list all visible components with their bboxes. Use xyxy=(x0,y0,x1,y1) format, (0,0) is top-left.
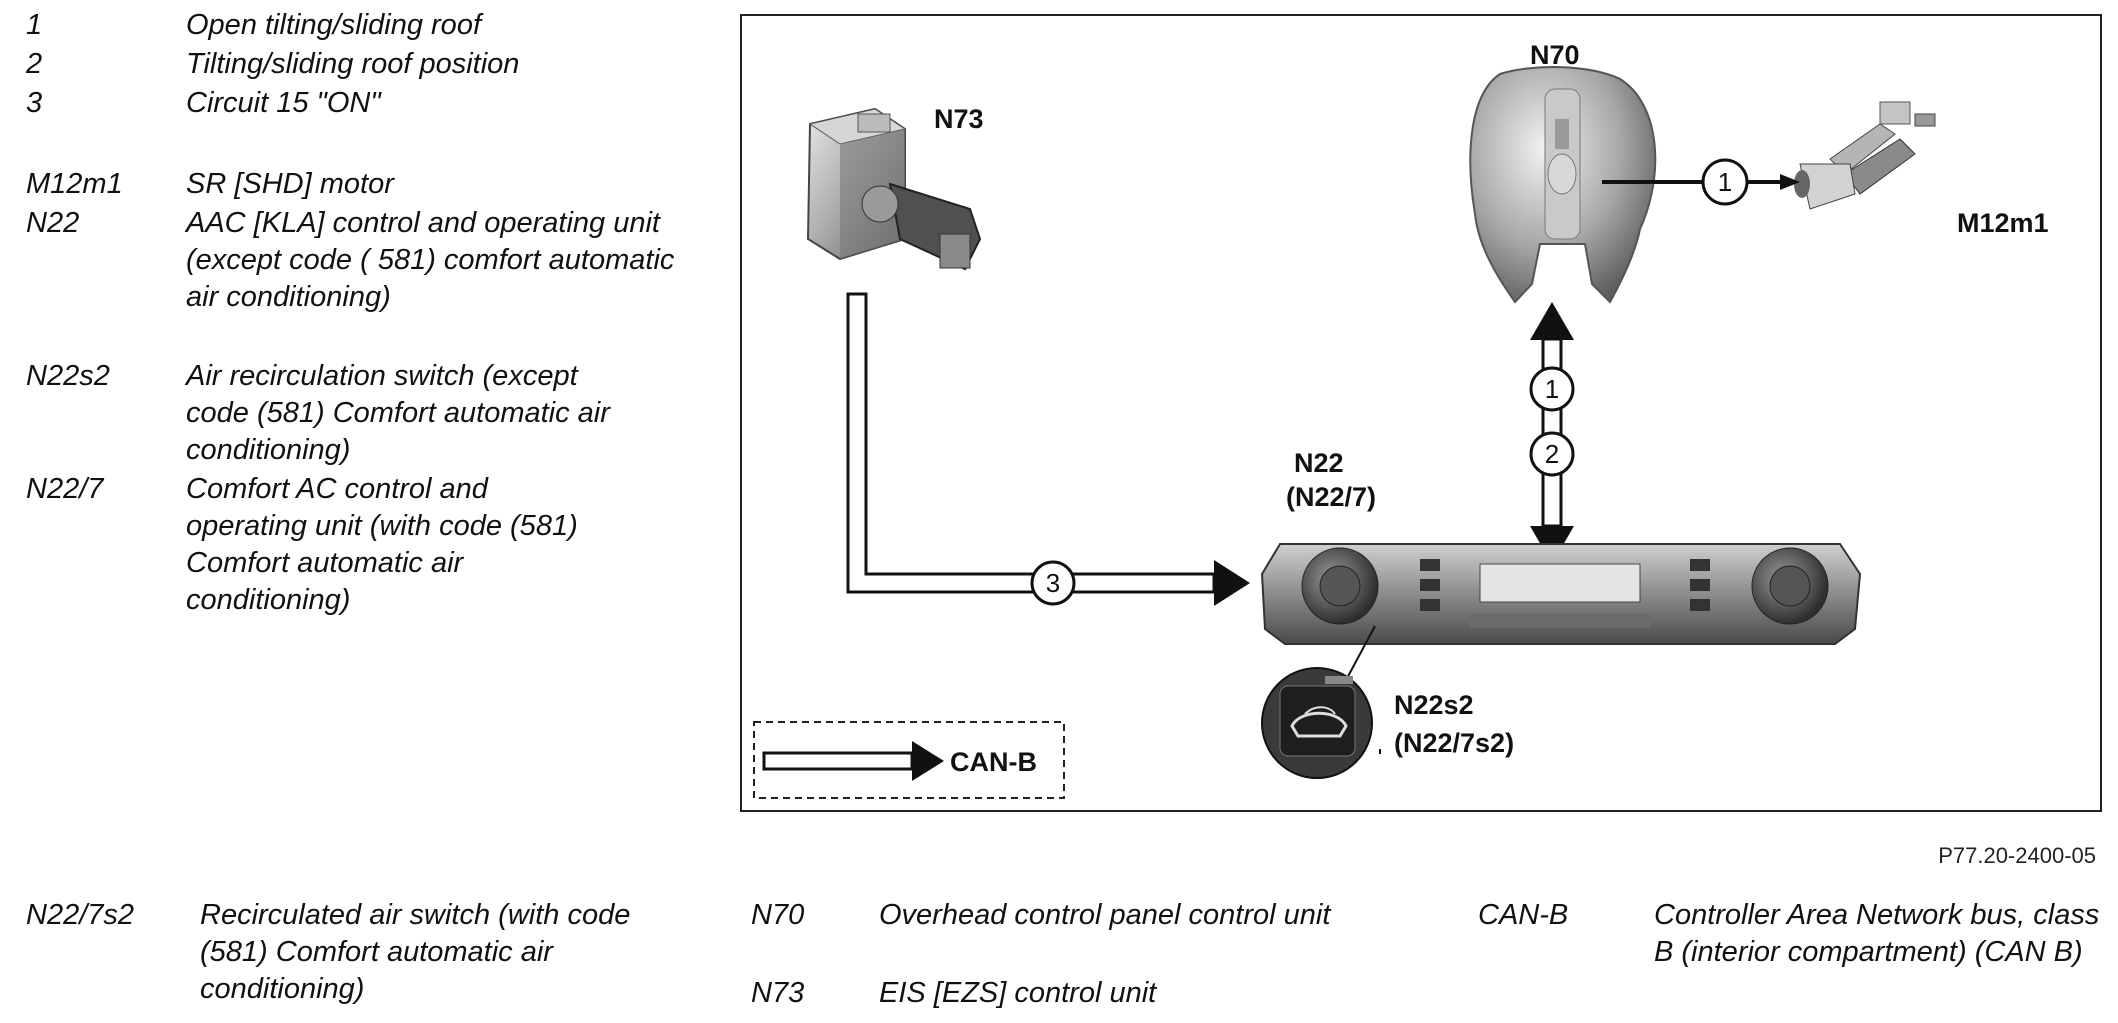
legend-item-n70: N70 Overhead control panel control unit xyxy=(751,897,1351,975)
can-arrow-n73-n22: 3 xyxy=(846,292,1250,606)
legend-item-n22s2: N22s2 Air recirculation switch (except c… xyxy=(26,358,726,473)
n22-label: N22 xyxy=(1294,448,1344,478)
legend-item-2: 2 Tilting/sliding roof position xyxy=(26,46,726,83)
n73-label: N73 xyxy=(934,104,984,134)
circle-2-label: 2 xyxy=(1545,439,1559,469)
can-b-label: CAN-B xyxy=(950,747,1037,777)
n70-overhead-panel-image xyxy=(1469,66,1657,304)
n22-7-label: (N22/7) xyxy=(1286,482,1376,512)
legend-item-n73: N73 EIS [EZS] control unit xyxy=(751,975,1351,1015)
legend-desc: SR [SHD] motor xyxy=(186,168,394,200)
n22s2-label: N22s2 xyxy=(1394,690,1474,720)
legend-code: M12m1 xyxy=(26,168,123,200)
legend-desc: Overhead control panel control unit xyxy=(879,899,1331,931)
legend-code: N22/7s2 xyxy=(26,899,135,931)
legend-item-3: 3 Circuit 15 "ON" xyxy=(26,85,726,122)
legend-desc: Open tilting/sliding roof xyxy=(186,9,481,41)
can-arrow-n70-n22: 1 2 xyxy=(1529,302,1575,564)
circle-1-label: 1 xyxy=(1718,167,1732,197)
legend-item-1: 1 Open tilting/sliding roof xyxy=(26,7,726,44)
legend-item-n22: N22 AAC [KLA] control and operating unit… xyxy=(26,205,726,355)
legend-code: N22/7 xyxy=(26,473,104,505)
legend-code: N70 xyxy=(751,899,805,931)
figure-reference: P77.20-2400-05 xyxy=(1938,843,2096,868)
legend-desc: Recirculated air switch (with code (581)… xyxy=(200,899,631,1005)
legend-code: CAN-B xyxy=(1478,899,1569,931)
arrow-open-roof: 1 xyxy=(1602,158,1800,206)
legend-desc: Circuit 15 "ON" xyxy=(186,87,381,119)
n22-control-panel-image xyxy=(1260,543,1862,645)
legend-desc: AAC [KLA] control and operating unit (ex… xyxy=(186,207,675,313)
legend-code: 2 xyxy=(26,48,43,80)
m12m1-motor-image xyxy=(1794,101,1936,210)
legend-item-n22-7: N22/7 Comfort AC control and operating u… xyxy=(26,471,726,621)
legend-desc: Controller Area Network bus, class B (in… xyxy=(1654,899,2100,968)
n70-label: N70 xyxy=(1530,40,1580,70)
circle-1-label: 1 xyxy=(1545,374,1559,404)
legend-item-can-b: CAN-B Controller Area Network bus, class… xyxy=(1478,897,2108,1012)
legend-code: N73 xyxy=(751,977,805,1009)
legend-desc: EIS [EZS] control unit xyxy=(879,977,1157,1009)
legend-code: N22s2 xyxy=(26,360,110,392)
n22-7s2-label: (N22/7s2) xyxy=(1394,728,1514,758)
legend-item-m12m1: M12m1 SR [SHD] motor xyxy=(26,166,726,203)
n22s2-switch-image xyxy=(1261,667,1373,779)
circle-3-label: 3 xyxy=(1046,568,1060,598)
legend-code: 3 xyxy=(26,87,43,119)
legend-desc: Tilting/sliding roof position xyxy=(186,48,520,80)
legend-item-n22-7s2: N22/7s2 Recirculated air switch (with co… xyxy=(26,897,676,1012)
switch-pointer-line xyxy=(1344,625,1376,683)
legend-desc: Air recirculation switch (except code (5… xyxy=(186,360,610,466)
m12m1-label: M12m1 xyxy=(1957,208,2049,238)
n73-control-unit-image xyxy=(806,107,982,271)
system-diagram: N73 N70 M12m1 1 1 2 3 xyxy=(740,14,2102,812)
legend-desc: Comfort AC control and operating unit (w… xyxy=(186,473,578,616)
legend-code: N22 xyxy=(26,207,80,239)
legend-code: 1 xyxy=(26,9,43,41)
can-b-legend: CAN-B xyxy=(753,721,1065,799)
